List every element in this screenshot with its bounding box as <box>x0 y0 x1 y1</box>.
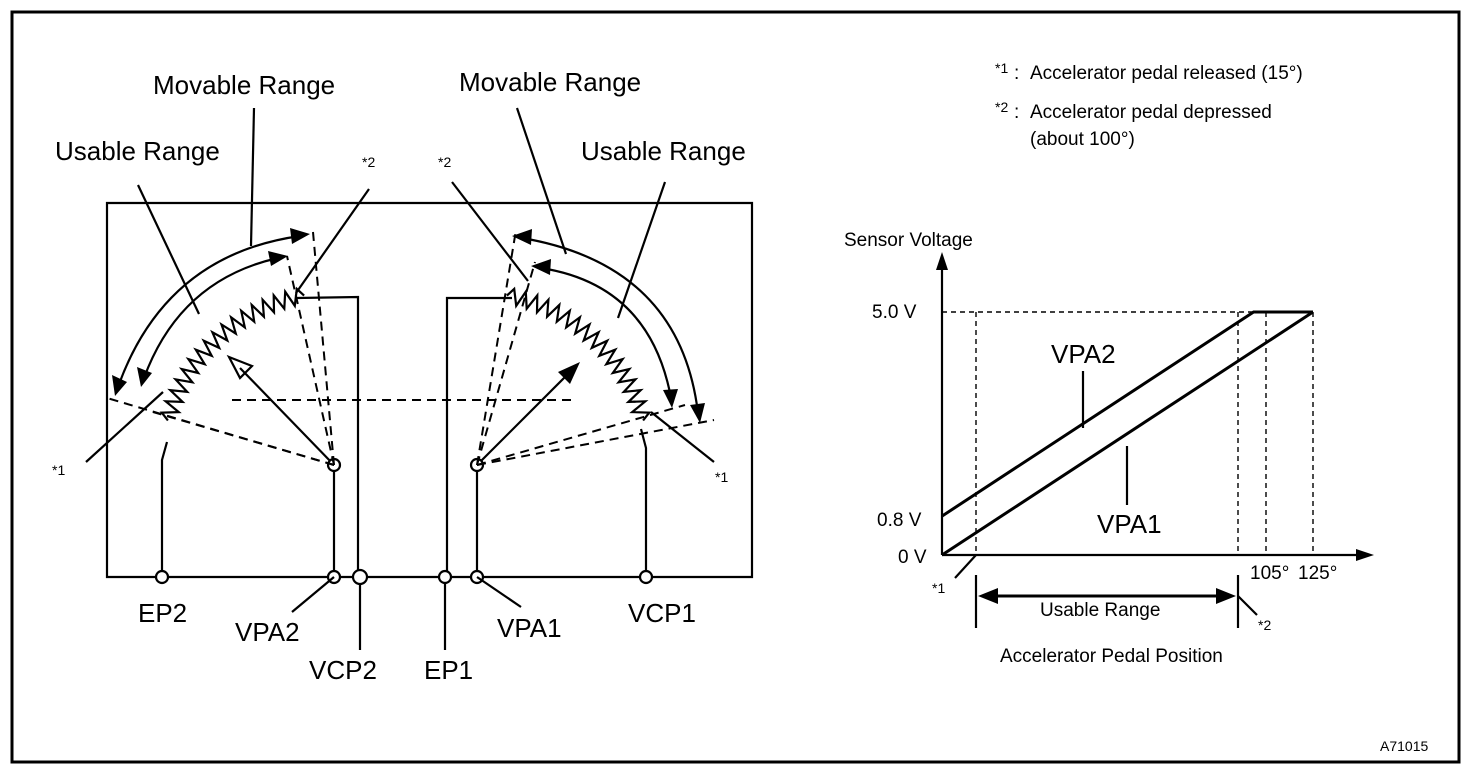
ray-right-d <box>476 419 715 466</box>
terminal-vcp2 <box>351 568 369 586</box>
note-1-colon: : <box>1014 63 1019 84</box>
usable-range-arrowhead-left <box>978 588 998 604</box>
terminals: EP2 VPA2 VCP2 EP1 VPA1 VCP1 <box>138 568 696 685</box>
graph-marker-star2: *2 <box>1258 617 1271 633</box>
xtick-105: 105° <box>1250 563 1289 584</box>
label-movable-range-right: Movable Range <box>459 67 641 97</box>
note-2-text-line1: Accelerator pedal depressed <box>1030 102 1272 123</box>
ray-right-b <box>476 261 536 466</box>
ray-left-b <box>152 411 335 466</box>
sensor-schematic: Movable Range Usable Range *2 *1 <box>52 67 754 685</box>
label-vpa1: VPA1 <box>497 613 562 643</box>
leader-movable-left <box>249 107 256 247</box>
wiper-vpa2 <box>239 367 335 466</box>
graph-usable-range-label: Usable Range <box>1040 600 1160 621</box>
ray-right-a <box>476 229 517 466</box>
movable-arc-right-head-b <box>690 403 705 423</box>
graph-xlabel: Accelerator Pedal Position <box>1000 646 1223 667</box>
ytick-08v: 0.8 V <box>877 510 922 531</box>
wire-vcp1 <box>639 428 648 577</box>
terminal-ep2 <box>154 569 170 585</box>
label-vcp1: VCP1 <box>628 598 696 628</box>
ytick-0v: 0 V <box>898 547 927 568</box>
graph-ylabel: Sensor Voltage <box>844 230 973 251</box>
wiper-vpa1-arrowhead <box>558 362 580 384</box>
leader-vpa2 <box>291 576 335 613</box>
resistor-vpa1-zigzag <box>506 286 652 422</box>
usable-arc-left-head-b <box>137 367 152 387</box>
usable-arc-left-head-a <box>268 251 288 266</box>
label-usable-range-left: Usable Range <box>55 136 220 166</box>
leader-star2-right <box>451 181 529 282</box>
movable-arc-left <box>116 234 301 388</box>
leader-graph-star1 <box>954 554 977 579</box>
usable-arc-right <box>540 266 673 399</box>
usable-arc-right-head-a <box>531 259 551 275</box>
wiper-vpa2-arrowhead <box>226 354 254 380</box>
wiper-vpa1 <box>476 371 571 466</box>
note-2-marker: *2 <box>995 99 1008 115</box>
leader-usable-right <box>616 181 667 319</box>
y-axis-arrowhead <box>936 252 948 270</box>
label-vcp2: VCP2 <box>309 655 377 685</box>
graph-marker-star1: *1 <box>932 580 945 596</box>
figure-id: A71015 <box>1380 738 1428 754</box>
leader-star1-right <box>650 411 715 463</box>
ray-left-d <box>312 231 335 466</box>
series-label-vpa2: VPA2 <box>1051 339 1116 369</box>
ytick-5v: 5.0 V <box>872 302 917 323</box>
movable-arc-right <box>521 236 700 414</box>
ray-left-c <box>286 255 335 466</box>
leader-star1-left <box>85 391 164 463</box>
terminal-ep1 <box>437 569 453 585</box>
voltage-graph: Sensor Voltage 5.0 V 0.8 V 0 V VPA2 VPA1… <box>844 230 1374 667</box>
marker-star2-right: *2 <box>438 154 451 170</box>
terminal-vcp1 <box>638 569 654 585</box>
leader-graph-star2 <box>1237 595 1258 616</box>
usable-range-arrowhead-right <box>1216 588 1236 604</box>
movable-arc-right-head-a <box>512 229 532 245</box>
label-vpa2: VPA2 <box>235 617 300 647</box>
note-1-marker: *1 <box>995 60 1008 76</box>
leader-vpa1 <box>476 576 522 608</box>
resistor-vpa2: Movable Range Usable Range *2 *1 <box>52 70 375 577</box>
label-movable-range-left: Movable Range <box>153 70 335 100</box>
marker-star2-left: *2 <box>362 154 375 170</box>
label-usable-range-right: Usable Range <box>581 136 746 166</box>
xtick-125: 125° <box>1298 563 1337 584</box>
usable-arc-left <box>142 256 279 379</box>
movable-arc-left-head-b <box>112 375 127 396</box>
figure-border <box>10 10 1461 764</box>
resistor-vpa2-zigzag <box>159 286 305 422</box>
note-2-colon: : <box>1014 102 1019 123</box>
series-label-vpa1: VPA1 <box>1097 509 1162 539</box>
label-ep2: EP2 <box>138 598 187 628</box>
movable-arc-left-head-a <box>290 228 310 244</box>
leader-usable-left <box>137 184 200 315</box>
resistor-vpa1: Movable Range Usable Range *2 *1 <box>438 67 746 577</box>
wire-ep1 <box>445 296 512 577</box>
marker-star1-right: *1 <box>715 469 728 485</box>
series-vpa1-line <box>941 310 1314 557</box>
marker-star1-left: *1 <box>52 462 65 478</box>
wire-vcp2 <box>296 295 360 577</box>
label-ep1: EP1 <box>424 655 473 685</box>
usable-arc-right-head-b <box>663 389 678 408</box>
series-vpa2-line <box>941 310 1313 518</box>
notes: *1 : Accelerator pedal released (15°) *2… <box>995 60 1303 150</box>
ray-right-c <box>476 404 686 466</box>
leader-star2-left <box>295 188 370 294</box>
note-2-text-line2: (about 100°) <box>1030 129 1135 150</box>
leader-movable-right <box>515 107 568 255</box>
wire-ep2 <box>160 441 169 577</box>
note-1-text: Accelerator pedal released (15°) <box>1030 63 1303 84</box>
sensor-housing <box>105 201 754 579</box>
x-axis-arrowhead <box>1356 549 1374 561</box>
